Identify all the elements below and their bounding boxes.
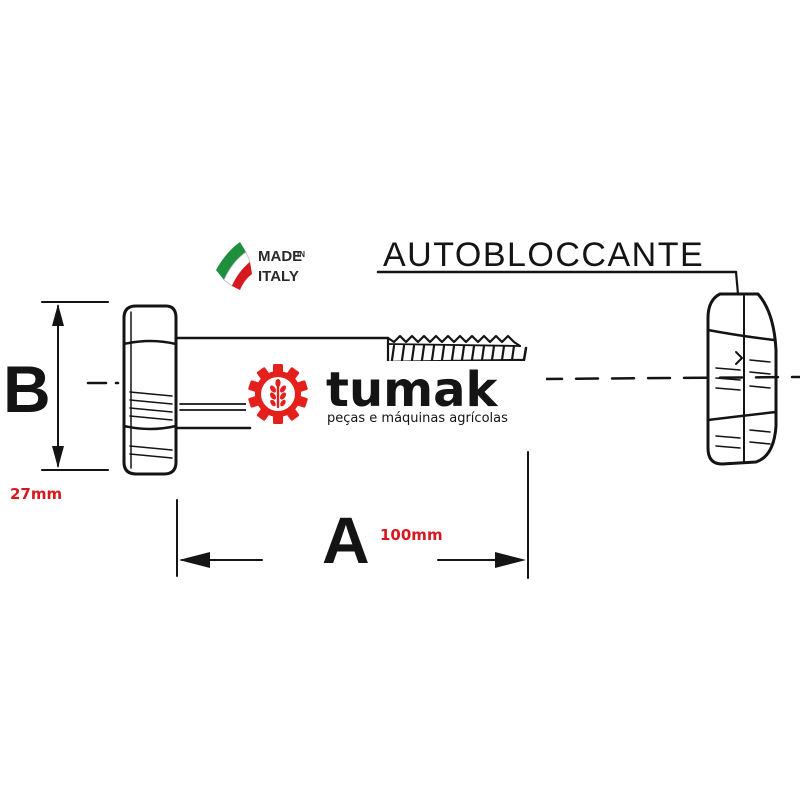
made-in-italy-badge: MADE IN ITALY [216, 242, 305, 290]
logo-name: tumak [326, 362, 499, 418]
nut-callout: AUTOBLOCCANTE [376, 236, 740, 296]
badge-made: MADE [258, 248, 302, 265]
lock-nut [706, 292, 778, 466]
arrow-head-up [52, 304, 64, 326]
dimension-a: A 100mm [176, 451, 529, 579]
logo-tagline: peças e máquinas agrícolas [327, 411, 508, 426]
arrow-head-left [179, 552, 210, 568]
dimension-a-value: 100mm [380, 526, 443, 544]
nut-callout-label: AUTOBLOCCANTE [383, 236, 704, 274]
dimension-b-value: 27mm [10, 485, 62, 503]
arrow-head-down [52, 446, 64, 468]
bolt-thread [386, 334, 528, 364]
gear-wheat-icon [248, 364, 308, 424]
badge-in: IN [297, 250, 305, 259]
bolt-shank [174, 336, 390, 430]
italy-flag-icon [216, 242, 252, 290]
bolt [122, 304, 528, 476]
badge-country: ITALY [258, 268, 299, 285]
dimension-a-label: A [322, 503, 370, 577]
bolt-head [122, 304, 178, 476]
dimension-b: B 27mm [3, 301, 109, 503]
tumak-logo: tumak peças e máquinas agrícolas [246, 361, 546, 426]
arrow-head-right [495, 552, 526, 568]
dimension-b-label: B [3, 352, 51, 426]
center-line [86, 375, 800, 385]
